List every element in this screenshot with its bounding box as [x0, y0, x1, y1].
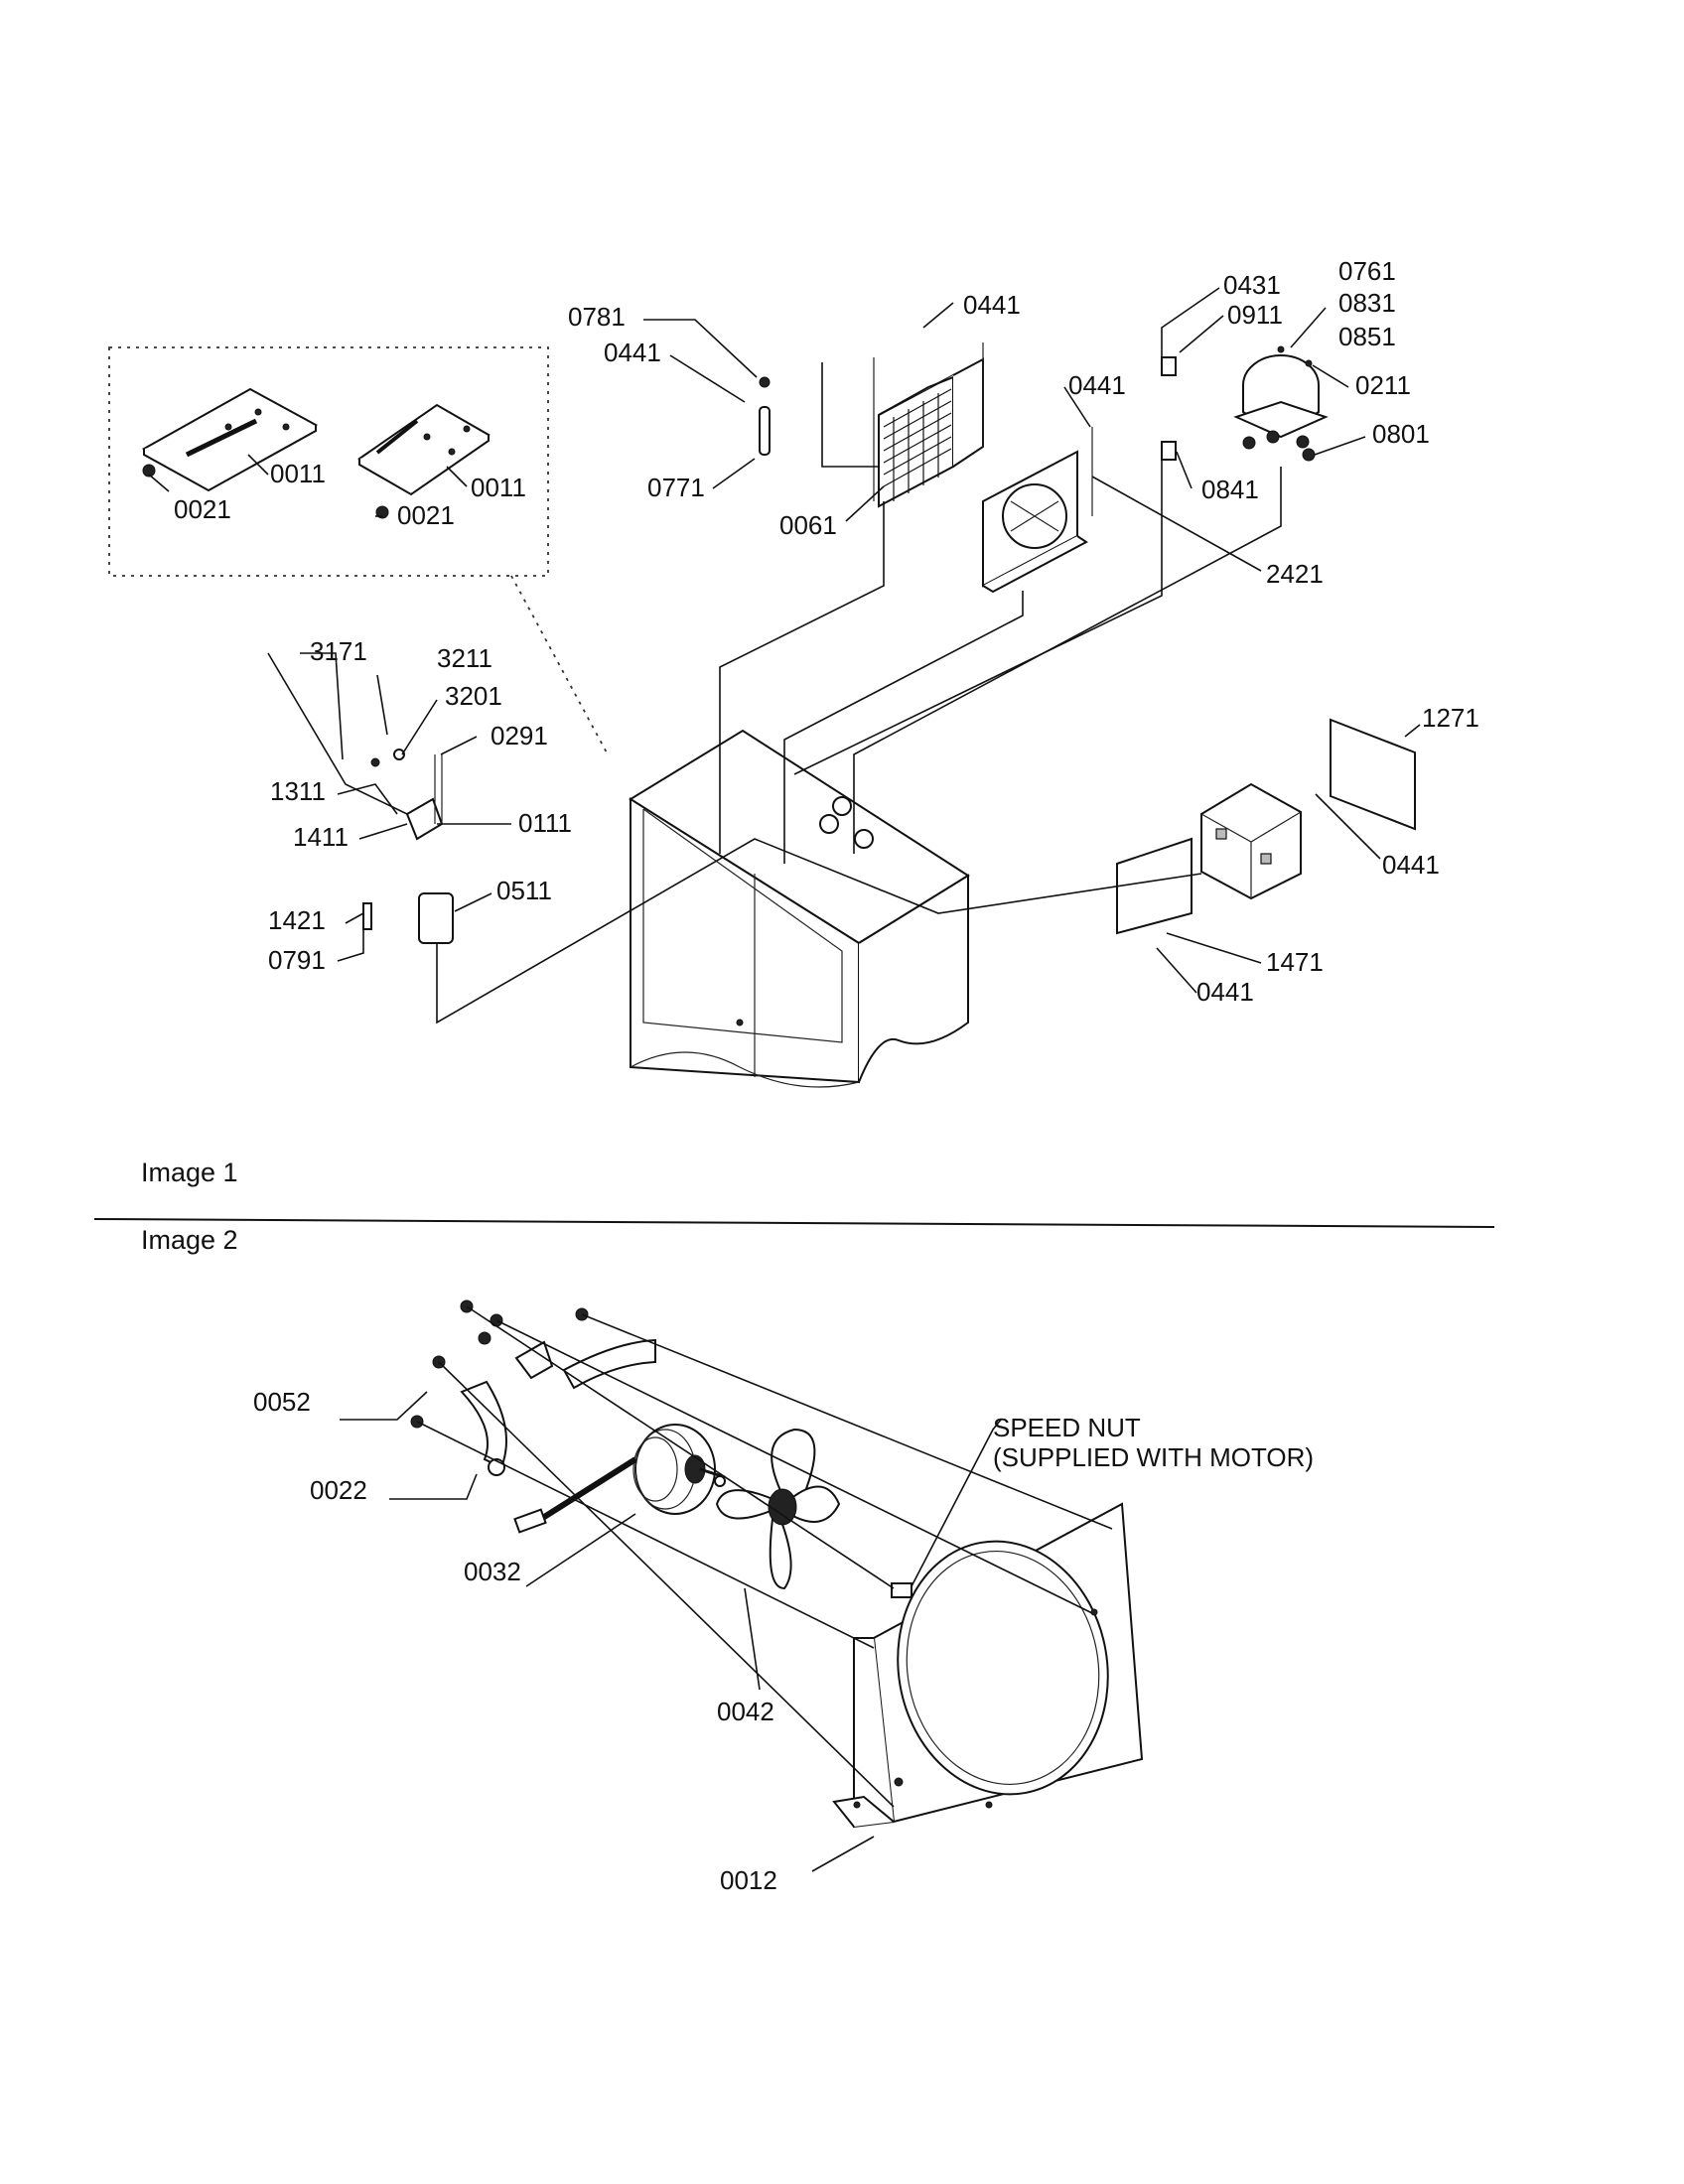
motor-brackets	[460, 1338, 656, 1476]
label-0211: 0211	[1355, 370, 1411, 400]
label-0012: 0012	[720, 1865, 777, 1895]
label-0052: 0052	[253, 1387, 311, 1417]
label-supplied-with-motor: (SUPPLIED WITH MOTOR)	[993, 1442, 1314, 1472]
label-3211: 3211	[437, 643, 492, 673]
label-1411: 1411	[293, 822, 349, 852]
drier	[759, 376, 771, 456]
label-0781: 0781	[568, 302, 626, 332]
label-1471: 1471	[1266, 947, 1324, 977]
label-0441: 0441	[1382, 850, 1440, 880]
label-1421: 1421	[268, 905, 326, 935]
shroud-panel	[832, 1502, 1144, 1829]
label-0801: 0801	[1372, 419, 1430, 449]
speed-nut	[891, 1582, 912, 1598]
label-0831: 0831	[1338, 288, 1396, 318]
condenser	[873, 342, 984, 508]
label-3171: 3171	[310, 636, 367, 666]
label-0022: 0022	[310, 1475, 367, 1505]
label-0911: 0911	[1227, 300, 1283, 330]
inset-box	[108, 346, 609, 755]
label-3201: 3201	[445, 681, 502, 711]
label-0441: 0441	[1068, 370, 1126, 400]
label-0021: 0021	[174, 494, 231, 524]
section-divider	[93, 1218, 1495, 1228]
label-0771: 0771	[647, 473, 705, 502]
label-0851: 0851	[1338, 322, 1396, 351]
label-speed-nut: SPEED NUT	[993, 1413, 1141, 1442]
label-0061: 0061	[779, 510, 837, 540]
cabinet	[629, 729, 970, 1088]
label-0841: 0841	[1201, 475, 1259, 504]
label-1311: 1311	[270, 776, 326, 806]
label-0032: 0032	[464, 1557, 521, 1586]
leader-lines-image1	[148, 287, 1421, 1024]
section-heading-image1: Image 1	[141, 1158, 238, 1187]
label-0441: 0441	[963, 290, 1021, 320]
section-heading-image2: Image 2	[141, 1225, 238, 1255]
compressor	[1233, 345, 1329, 462]
label-0431: 0431	[1223, 270, 1281, 300]
label-2421: 2421	[1266, 559, 1324, 589]
label-0441: 0441	[604, 338, 661, 367]
fan-motor	[513, 1424, 726, 1534]
label-0441: 0441	[1196, 977, 1254, 1007]
label-0761: 0761	[1338, 256, 1396, 286]
leader-lines-image2	[340, 1305, 1113, 1872]
label-0011: 0011	[471, 473, 526, 502]
label-0791: 0791	[268, 945, 326, 975]
label-0042: 0042	[717, 1697, 774, 1726]
fan-shroud	[982, 427, 1093, 594]
label-0021: 0021	[397, 500, 455, 530]
label-1271: 1271	[1422, 703, 1479, 733]
capacitor	[362, 749, 454, 944]
label-0011: 0011	[270, 459, 326, 488]
label-0511: 0511	[496, 876, 552, 905]
label-0111: 0111	[518, 808, 572, 838]
control-box	[1116, 718, 1416, 935]
label-0291: 0291	[491, 721, 548, 751]
fan-blade	[715, 1428, 841, 1590]
